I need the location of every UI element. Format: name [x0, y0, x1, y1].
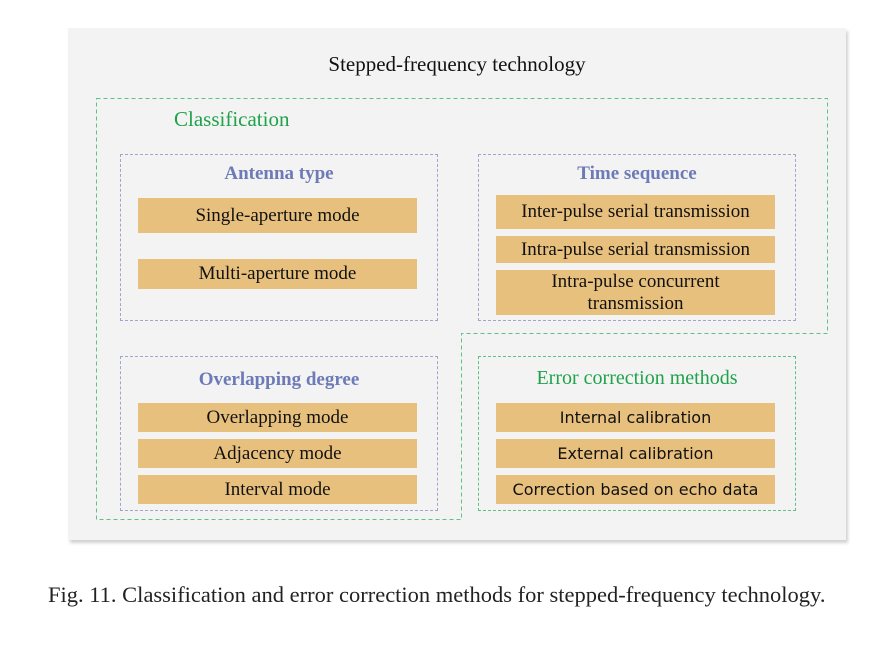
- overlapping-degree-group: Overlapping degree Overlapping mode Adja…: [120, 356, 438, 511]
- echo-data-correction-item: Correction based on echo data: [496, 475, 775, 504]
- internal-calibration-item: Internal calibration: [496, 403, 775, 432]
- antenna-type-group: Antenna type Single-aperture mode Multi-…: [120, 154, 438, 321]
- classification-label: Classification: [174, 107, 290, 131]
- intra-pulse-concurrent-item: Intra-pulse concurrent transmission: [496, 270, 775, 315]
- antenna-type-title: Antenna type: [224, 163, 334, 184]
- diagram-panel: Stepped-frequency technology Classificat…: [68, 28, 846, 540]
- classification-outline: [96, 98, 828, 520]
- overlapping-mode-item: Overlapping mode: [138, 403, 417, 432]
- external-calibration-item: External calibration: [496, 439, 775, 468]
- error-correction-group: Error correction methods Internal calibr…: [478, 356, 796, 511]
- multi-aperture-item: Multi-aperture mode: [138, 259, 417, 289]
- inter-pulse-serial-item: Inter-pulse serial transmission: [496, 195, 775, 229]
- single-aperture-item: Single-aperture mode: [138, 198, 417, 233]
- intra-pulse-serial-item: Intra-pulse serial transmission: [496, 236, 775, 263]
- diagram-title: Stepped-frequency technology: [328, 52, 586, 76]
- error-correction-title: Error correction methods: [536, 367, 738, 389]
- time-sequence-group: Time sequence Inter-pulse serial transmi…: [478, 154, 796, 321]
- interval-mode-item: Interval mode: [138, 475, 417, 504]
- adjacency-mode-item: Adjacency mode: [138, 439, 417, 468]
- overlapping-degree-title: Overlapping degree: [198, 369, 360, 390]
- time-sequence-title: Time sequence: [577, 163, 697, 184]
- figure-caption: Fig. 11. Classification and error correc…: [48, 582, 826, 607]
